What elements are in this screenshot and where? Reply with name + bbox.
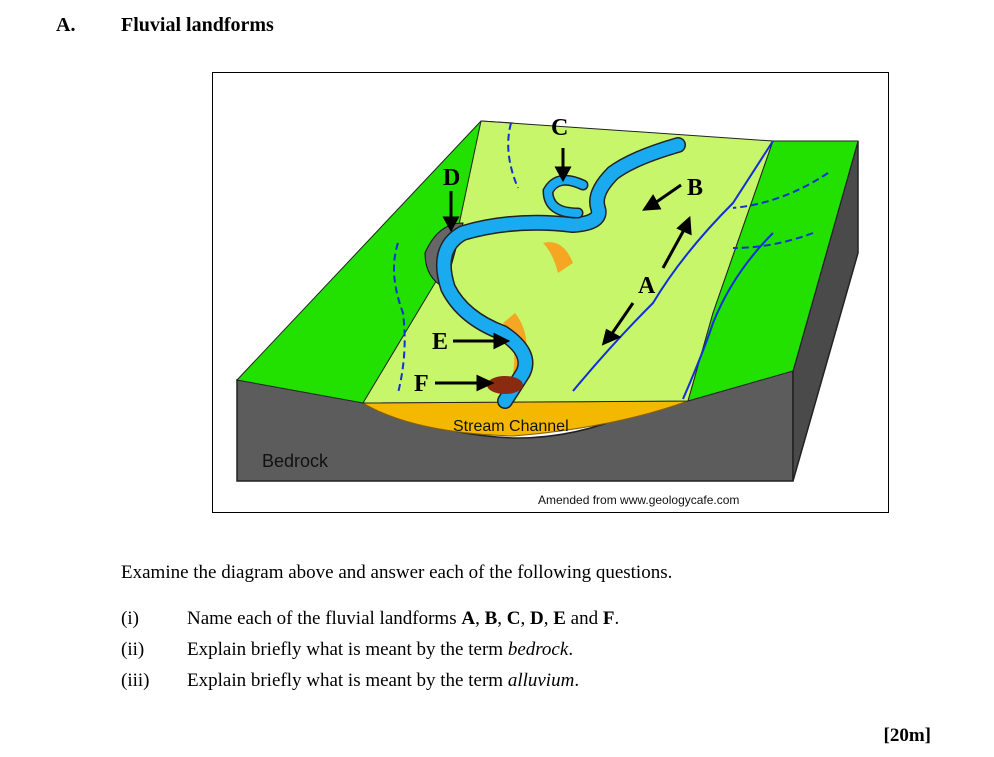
section-title: Fluvial landforms [121, 14, 274, 36]
source-credit: Amended from www.geologycafe.com [538, 493, 739, 507]
question-number: (iii) [121, 670, 150, 691]
term-bedrock: bedrock [507, 639, 569, 660]
question-number: (ii) [121, 639, 145, 660]
label-c: C [551, 115, 568, 141]
question-text: Explain briefly what is meant by the ter… [187, 670, 508, 691]
label-d: D [443, 165, 460, 191]
label-f: F [414, 371, 429, 397]
point-bar-upper [543, 242, 573, 273]
stream-channel-sediment [361, 400, 689, 437]
term-f: F [602, 608, 615, 629]
question-suffix: . [574, 670, 580, 691]
deposit-f [487, 376, 523, 394]
question-ii: (ii) Explain briefly what is meant by the… [121, 639, 573, 661]
tributary-right [732, 172, 829, 209]
terrace-edge-left [572, 140, 774, 392]
question-text: Name each of the fluvial landforms [187, 608, 462, 629]
question-iii: (iii) Explain briefly what is meant by th… [121, 670, 579, 692]
fluvial-landforms-diagram: C B D A E F Stream Channel Bedrock Amend… [236, 115, 859, 507]
label-e: E [432, 329, 448, 355]
term-alluvium: alluvium [507, 670, 575, 691]
stream-channel-label: Stream Channel [453, 418, 569, 435]
river-water [437, 138, 685, 408]
marks: [20m] [883, 725, 931, 746]
arrow-b [654, 183, 682, 205]
tributary-left [393, 242, 406, 394]
bedrock-label: Bedrock [262, 451, 329, 471]
arrow-a-up [661, 227, 687, 269]
term-d: D [530, 608, 544, 629]
question-text: Explain briefly what is meant by the ter… [187, 639, 508, 660]
term-a: A [461, 608, 476, 629]
instruction-text: Examine the diagram above and answer eac… [121, 562, 673, 583]
terrace-edge-right [682, 232, 774, 400]
question-i: (i)Name each of the fluvial landforms A,… [121, 608, 620, 629]
term-e: E [553, 608, 566, 629]
label-a: A [638, 273, 656, 299]
term-c: C [506, 608, 521, 629]
right-hillslope [687, 140, 859, 402]
question-number: (i) [121, 608, 139, 629]
term-b: B [484, 608, 498, 629]
label-b: B [687, 175, 703, 201]
oxbow-lake-water [543, 176, 587, 217]
figure-frame: C B D A E F Stream Channel Bedrock Amend… [212, 72, 889, 513]
section-letter: A. [56, 14, 76, 36]
tributary-upper-left [507, 122, 519, 189]
question-suffix: . [568, 639, 574, 660]
arrow-a-down [609, 302, 635, 336]
